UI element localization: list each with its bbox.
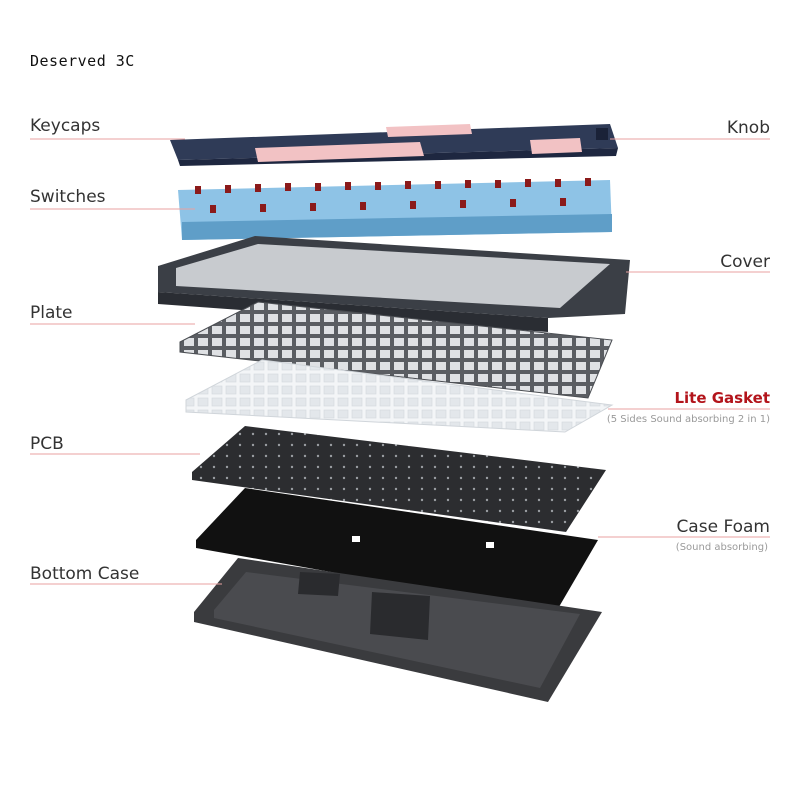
label-bottom-case: Bottom Case (30, 564, 140, 584)
switches-layer (178, 178, 612, 240)
label-keycaps: Keycaps (30, 116, 101, 136)
note-case-foam: (Sound absorbing) (675, 542, 768, 553)
label-cover: Cover (720, 252, 770, 272)
case-foam-layer (196, 488, 598, 612)
label-plate: Plate (30, 303, 73, 323)
leader-lines (30, 138, 770, 585)
pcb-layer (192, 426, 606, 532)
plate-layer (179, 301, 613, 399)
label-lite-gasket: Lite Gasket (674, 389, 770, 407)
brand-title: Deserved 3C (30, 52, 135, 70)
label-case-foam: Case Foam (676, 517, 770, 537)
bottom-case-layer (194, 558, 602, 702)
lite-gasket-layer (185, 359, 614, 433)
label-pcb: PCB (30, 434, 64, 454)
label-knob: Knob (726, 118, 770, 138)
keycaps-layer (170, 124, 618, 166)
label-switches: Switches (30, 187, 106, 207)
note-lite-gasket: (5 Sides Sound absorbing 2 in 1) (606, 414, 770, 425)
